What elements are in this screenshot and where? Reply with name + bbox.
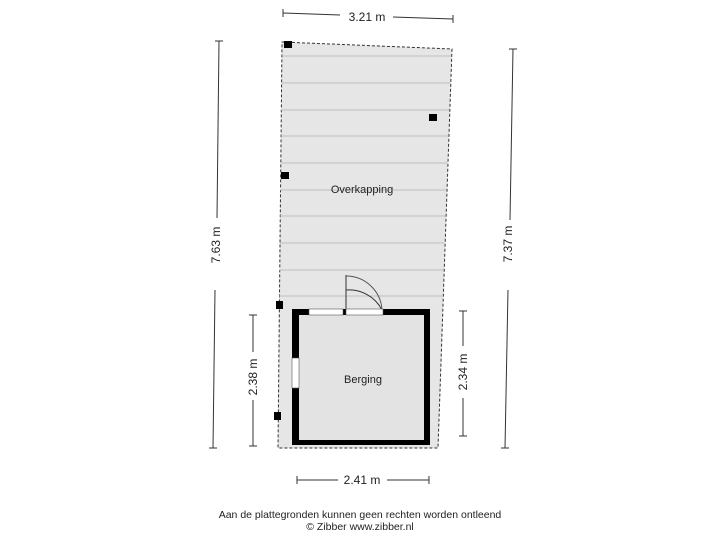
dimension-inner-left-label: 2.38 m [246, 359, 260, 396]
dimension-top-label: 3.21 m [349, 10, 386, 24]
posts [274, 41, 437, 420]
overkapping-roof-lines [279, 55, 451, 297]
dimension-right-label: 7.37 m [501, 226, 515, 263]
dimension-inner-right-label: 2.34 m [456, 354, 470, 391]
post [284, 41, 292, 48]
opening-top [345, 308, 384, 316]
dimension-bottom-label: 2.41 m [344, 473, 381, 487]
post [276, 301, 283, 309]
overkapping-label: Overkapping [331, 184, 393, 196]
post [281, 172, 289, 179]
opening-top [308, 308, 344, 316]
opening-left [291, 357, 300, 389]
post [274, 412, 281, 420]
dimension-right [501, 48, 517, 449]
berging-room: Berging [291, 308, 430, 445]
berging-label: Berging [344, 374, 382, 386]
footer-disclaimer: Aan de plattegronden kunnen geen rechten… [218, 509, 502, 521]
dimension-left [209, 40, 223, 449]
dimension-inner-left [249, 314, 257, 447]
post [429, 114, 437, 121]
dimension-inner-right [459, 310, 467, 437]
berging-floor [299, 315, 424, 440]
dimension-top [282, 9, 454, 23]
footer-copyright: © Zibber www.zibber.nl [306, 521, 414, 533]
door [345, 275, 383, 311]
dimension-bottom [296, 476, 430, 484]
dimension-left-label: 7.63 m [209, 227, 223, 264]
